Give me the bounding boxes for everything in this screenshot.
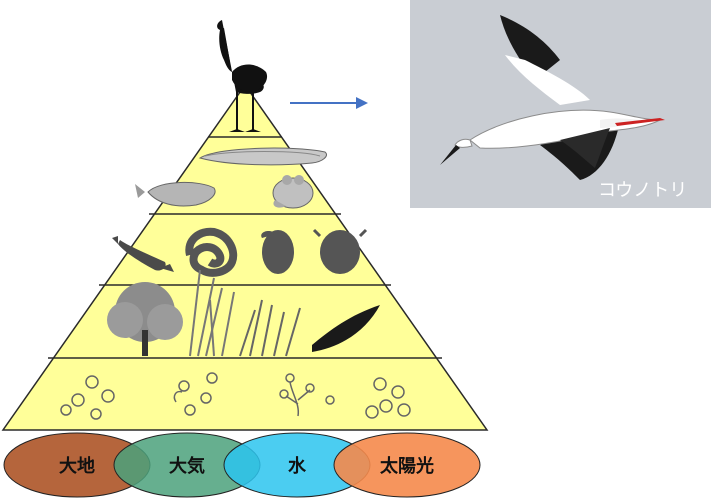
element-label-water: 水 — [288, 455, 307, 477]
arrow-right-icon — [290, 97, 368, 109]
photo-caption: コウノトリ — [598, 180, 687, 201]
element-label-air: 大気 — [169, 455, 205, 477]
stork-photo: コウノトリ — [410, 0, 711, 208]
element-label-sunlight: 太陽光 — [380, 455, 434, 477]
elements-row: 大地 大気 水 太陽光 — [4, 433, 480, 497]
carp-icon — [135, 182, 215, 206]
element-label-earth: 大地 — [59, 455, 95, 477]
